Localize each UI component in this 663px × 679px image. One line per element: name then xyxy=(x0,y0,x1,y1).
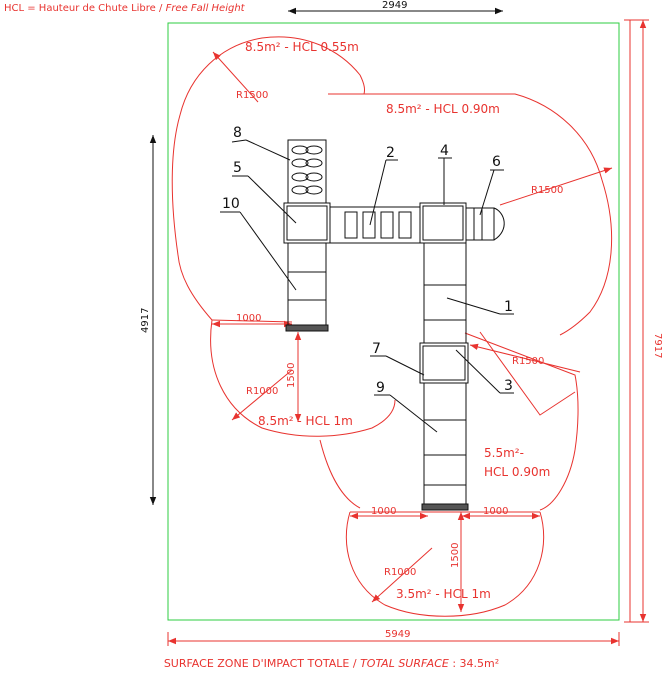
zone-top-right-outline xyxy=(328,93,613,336)
zone-left-lower xyxy=(177,254,213,321)
r1000-mid-leader xyxy=(231,369,293,421)
slide-9 xyxy=(423,382,467,510)
callout-leaders xyxy=(220,139,514,433)
r1500-mid-label: R1500 xyxy=(512,356,544,367)
zone-label-5: 3.5m² - HCL 1m xyxy=(396,587,491,601)
d1500-bottom-label: 1500 xyxy=(450,543,461,568)
r1500-top-label: R1500 xyxy=(236,90,268,101)
r1000-bottom-leader xyxy=(371,547,433,603)
zone-bottom-outline xyxy=(345,511,545,617)
zone-mid-left-outline xyxy=(210,319,396,437)
callout-1: 1 xyxy=(504,299,513,315)
zone-label-2: 8.5m² - HCL 0.90m xyxy=(386,102,500,116)
callout-7: 7 xyxy=(372,341,381,357)
climber-6 xyxy=(465,207,495,241)
total-surface-footer: SURFACE ZONE D'IMPACT TOTALE / TOTAL SUR… xyxy=(0,657,663,670)
section-1 xyxy=(423,242,467,344)
hcl-legend: HCL = Hauteur de Chute Libre / Free Fall… xyxy=(4,3,245,14)
impact-zones xyxy=(171,36,613,617)
r1500-top-leader xyxy=(212,51,259,103)
callout-2: 2 xyxy=(386,145,395,161)
zone-label-4a: 5.5m²- xyxy=(484,446,524,460)
slide-9-exit xyxy=(421,503,469,511)
dim-right-label: 7917 xyxy=(652,333,663,358)
callout-10: 10 xyxy=(222,196,240,212)
zone-label-4b: HCL 0.90m xyxy=(484,465,550,479)
slide-10-exit xyxy=(285,324,329,332)
callout-6: 6 xyxy=(492,154,501,170)
d1000-br-label: 1000 xyxy=(483,506,508,517)
dim-top-label: 2949 xyxy=(382,0,407,11)
callout-5: 5 xyxy=(233,160,242,176)
dim-bottom-label: 5949 xyxy=(385,629,410,640)
r1000-mid-label: R1000 xyxy=(246,386,278,397)
platform-5-inner xyxy=(286,205,328,241)
callout-4: 4 xyxy=(440,143,449,159)
zone-mid-right-lower xyxy=(539,449,576,511)
platform-3 xyxy=(419,342,469,384)
r1000-bottom-label: R1000 xyxy=(384,567,416,578)
footer-value: : 34.5m² xyxy=(448,657,500,670)
hcl-legend-en: Free Fall Height xyxy=(165,3,245,14)
platform-4 xyxy=(419,202,467,244)
d1500-mid-label: 1500 xyxy=(286,363,297,388)
zone-mid-left-inner xyxy=(319,439,361,509)
platform-5 xyxy=(283,202,331,244)
total-area-boundary xyxy=(167,22,620,621)
zone-top-left-outline xyxy=(171,36,365,256)
callout-9: 9 xyxy=(376,380,385,396)
dim-left-label: 4917 xyxy=(140,308,151,333)
hcl-legend-fr: HCL = Hauteur de Chute Libre / xyxy=(4,3,166,14)
callout-8: 8 xyxy=(233,125,242,141)
equipment xyxy=(283,139,505,511)
d1000-bl-label: 1000 xyxy=(371,506,396,517)
footer-en: TOTAL SURFACE xyxy=(360,657,449,670)
r1500-right-leader xyxy=(499,167,613,206)
r1500-mid-leader xyxy=(469,343,581,373)
footer-fr: SURFACE ZONE D'IMPACT TOTALE / xyxy=(163,657,361,670)
zone-mid-right-wedge xyxy=(479,331,576,416)
net-ladder-rungs xyxy=(291,145,323,195)
zone-label-1: 8.5m² - HCL 0.55m xyxy=(245,40,359,54)
zone-label-3: 8.5m² - HCL 1m xyxy=(258,414,353,428)
callout-3: 3 xyxy=(504,378,513,394)
net-ladder xyxy=(287,139,327,204)
r1500-right-label: R1500 xyxy=(531,185,563,196)
d1000-left-label: 1000 xyxy=(236,313,261,324)
zone-mid-right-top xyxy=(464,332,579,451)
